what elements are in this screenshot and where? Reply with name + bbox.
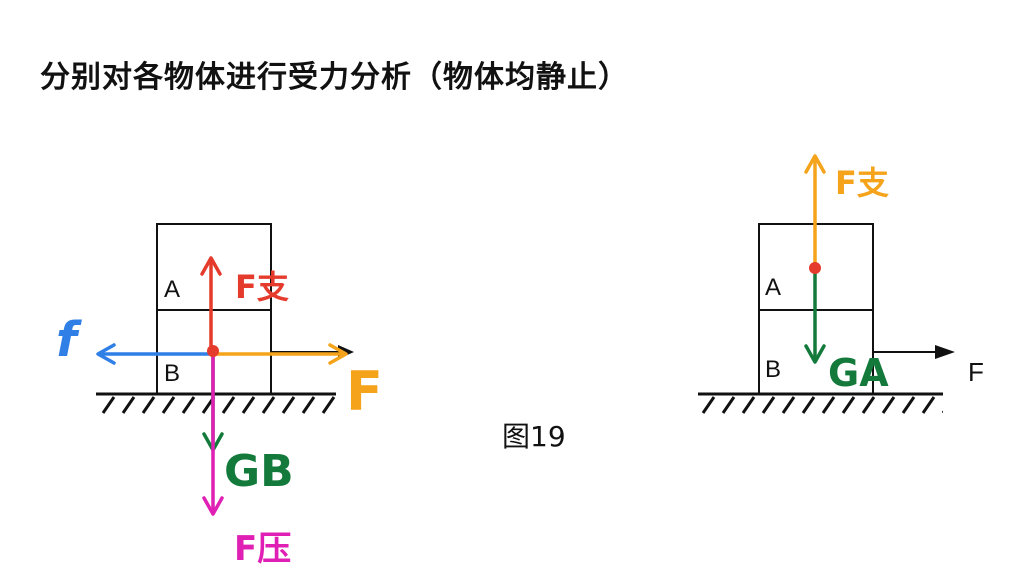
left-block-a-label: A (164, 276, 180, 303)
left-block-b-label: B (164, 360, 180, 387)
figure-caption: 图19 (502, 420, 566, 453)
right-support-force-label: F支 (835, 164, 889, 202)
left-pressure-force-label: F压 (234, 529, 291, 569)
left-gravity-label-text: GB (224, 446, 294, 497)
left-friction-arrow (96, 343, 213, 365)
left-ground (96, 392, 336, 414)
left-support-force-arrow (200, 256, 222, 352)
page-title: 分别对各物体进行受力分析（物体均静止） (40, 60, 629, 95)
left-action-point (207, 345, 219, 357)
right-support-force-arrow (804, 154, 826, 270)
right-block-b-label: B (765, 356, 781, 383)
right-gravity-arrow (804, 266, 826, 364)
left-friction-label: f (56, 312, 82, 368)
right-diagram: A B F F支 GA (698, 154, 984, 414)
left-applied-force-arrow (209, 343, 348, 365)
right-applied-force-arrow (873, 345, 955, 359)
left-diagram: A B F支 f F GB (56, 223, 383, 569)
left-pressure-force-arrow (202, 352, 224, 516)
right-gravity-label: GA (828, 351, 889, 395)
right-block-a-label: A (765, 274, 781, 301)
right-ground (698, 392, 943, 414)
left-applied-force-label: F (346, 360, 383, 423)
right-action-point (809, 262, 821, 274)
left-gravity-label: GB (224, 446, 294, 497)
left-support-force-label: F支 (235, 268, 289, 306)
right-applied-force-label: F (968, 357, 984, 387)
